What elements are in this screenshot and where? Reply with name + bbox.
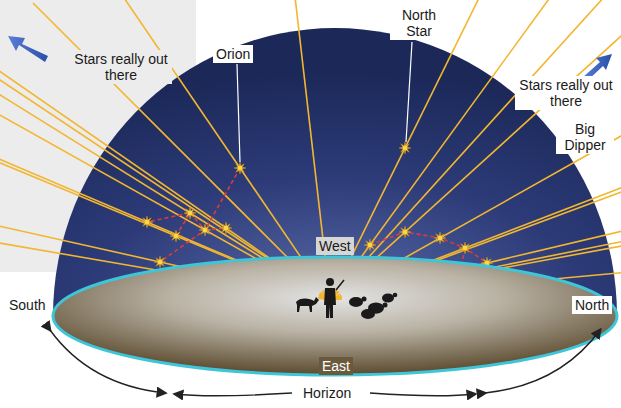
star-label: North Star bbox=[390, 6, 448, 40]
star bbox=[199, 224, 211, 236]
note-label: Stars really out there bbox=[515, 76, 617, 110]
star bbox=[220, 222, 232, 234]
horizon-plane bbox=[53, 257, 617, 375]
direction-label: South bbox=[6, 296, 49, 314]
direction-label: North bbox=[572, 296, 612, 314]
star bbox=[399, 142, 411, 154]
orion-leader bbox=[237, 64, 240, 162]
direction-label: West bbox=[316, 237, 354, 255]
star bbox=[234, 162, 246, 174]
outward-arrow-left bbox=[8, 36, 48, 62]
star bbox=[459, 242, 471, 254]
horizon-arrow-right bbox=[485, 330, 600, 393]
observer-figures bbox=[296, 278, 397, 319]
star bbox=[154, 256, 166, 268]
north-star-leader bbox=[406, 42, 412, 142]
horizon-label: Horizon bbox=[300, 384, 354, 402]
star bbox=[434, 232, 446, 244]
direction-label: East bbox=[319, 357, 353, 375]
horizon-arrow-left bbox=[50, 330, 165, 393]
orion-figure bbox=[147, 168, 240, 262]
sight-ray bbox=[330, 0, 516, 300]
sight-ray bbox=[33, 3, 330, 300]
horizon-arrow-mid-left bbox=[175, 393, 292, 396]
sight-ray bbox=[282, 0, 330, 300]
star bbox=[399, 226, 411, 238]
star bbox=[364, 239, 376, 251]
horizon-arrow-mid-right bbox=[370, 393, 475, 396]
star-rays bbox=[0, 0, 621, 300]
constellation-label: Big Dipper bbox=[556, 120, 614, 154]
constellation-label: Orion bbox=[213, 45, 253, 63]
star bbox=[170, 230, 182, 242]
note-label: Stars really out there bbox=[70, 50, 172, 84]
star bbox=[141, 216, 153, 228]
star bbox=[184, 207, 196, 219]
